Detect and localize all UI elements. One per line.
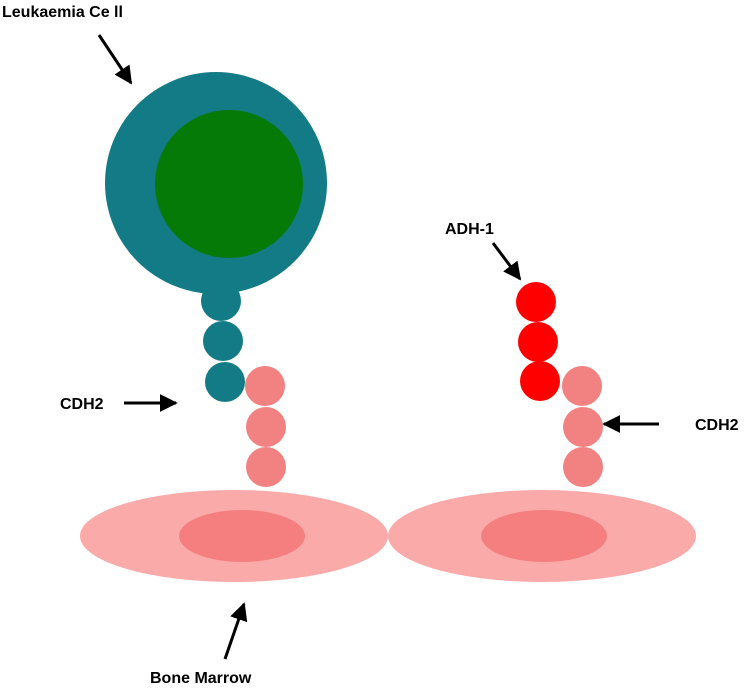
label-leukaemia-cell: Leukaemia Ce ll xyxy=(2,4,123,21)
cdh2-marrow-right-bead-1 xyxy=(562,366,602,406)
cdh2-marrow-left-bead-3 xyxy=(246,447,286,487)
cdh2-marrow-left-bead-2 xyxy=(246,407,286,447)
cdh2-marrow-left-bead-1 xyxy=(245,366,285,406)
cdh2-leukaemia-bead-3 xyxy=(205,362,245,402)
leukaemia-cell-nucleus xyxy=(155,110,303,258)
cdh2-marrow-right-bead-2 xyxy=(563,407,603,447)
arrow-leukaemia-cell xyxy=(97,34,133,85)
arrow-adh1 xyxy=(491,242,522,281)
label-adh1: ADH-1 xyxy=(445,221,494,238)
label-cdh2-left: CDH2 xyxy=(60,396,104,413)
adh1-bead-2 xyxy=(518,322,558,362)
cdh2-leukaemia-bead-1 xyxy=(201,281,241,321)
adh1-bead-1 xyxy=(516,282,556,322)
adh1-bead-3 xyxy=(520,361,560,401)
label-cdh2-right: CDH2 xyxy=(695,417,739,434)
arrow-bone-marrow xyxy=(223,602,248,660)
bone-marrow-nucleus-right xyxy=(481,510,607,562)
cdh2-marrow-right-bead-3 xyxy=(563,447,603,487)
cdh2-leukaemia-bead-2 xyxy=(203,321,243,361)
label-bone-marrow: Bone Marrow xyxy=(150,670,252,687)
bone-marrow-nucleus-left xyxy=(179,510,305,562)
